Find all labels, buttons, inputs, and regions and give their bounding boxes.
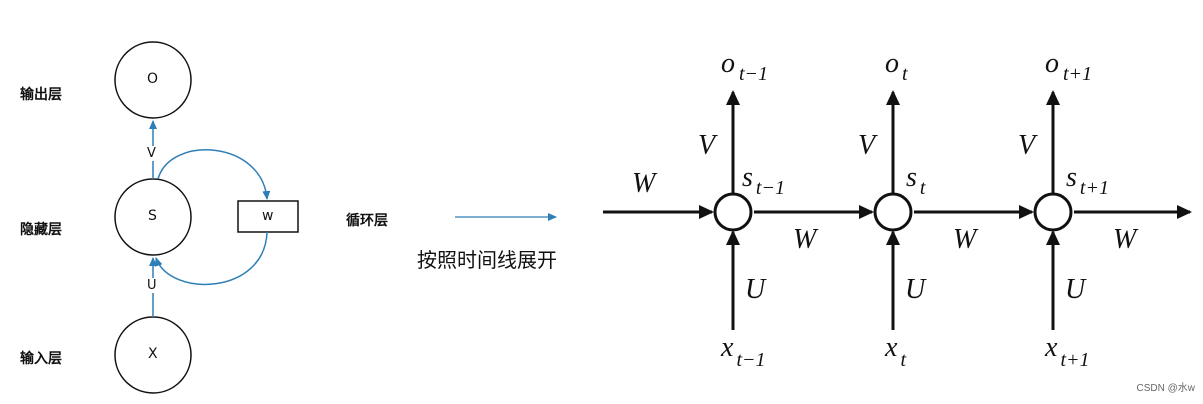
output-node-circle [114,41,192,119]
v-edge-label: V [147,146,156,161]
recurrent-weight-label: w [262,208,274,224]
state-node-t-1 [713,192,753,232]
recurrent-layer-label: 循环层 [346,213,388,229]
output-layer-label: 输出层 [20,87,62,103]
input-layer-label: 输入层 [20,351,62,367]
hidden-node-label: S [148,208,157,224]
state-node-t+1 [1033,192,1073,232]
w-label-1: W [793,224,817,255]
u-edge-label: U [147,278,157,293]
recurrent-weight-box [237,200,299,233]
input-node-label: X [148,346,158,362]
output-t-1-subscript: t−1 [739,63,769,85]
v-label-t: V [858,130,876,161]
w-label-2: W [953,224,977,255]
recurrent-loop-top [157,149,271,200]
w-label-out: W [1113,224,1137,255]
u-label-t-1: U [745,274,766,305]
state-t-subscript: t [919,177,926,199]
state-node-t [873,192,913,232]
u-label-t+1: U [1065,274,1086,305]
recurrent-loop-bottom [154,231,268,286]
input-t-1-subscript: t−1 [736,349,766,371]
watermark: CSDN @水w [1136,383,1196,394]
output-node-label: O [147,71,159,87]
u-label-t: U [905,274,926,305]
state-t-1-subscript: t−1 [755,177,785,199]
output-t+1-subscript: t+1 [1063,63,1093,85]
input-t+1-subscript: t+1 [1060,349,1090,371]
v-label-t+1: V [1018,130,1036,161]
v-label-t-1: V [698,130,716,161]
input-t-subscript: t [900,349,906,371]
hidden-layer-label: 隐藏层 [20,222,62,238]
unfold-caption: 按照时间线展开 [417,248,557,272]
state-t+1-subscript: t+1 [1079,177,1109,199]
output-t-subscript: t [902,63,908,85]
w-label-in: W [632,168,656,199]
